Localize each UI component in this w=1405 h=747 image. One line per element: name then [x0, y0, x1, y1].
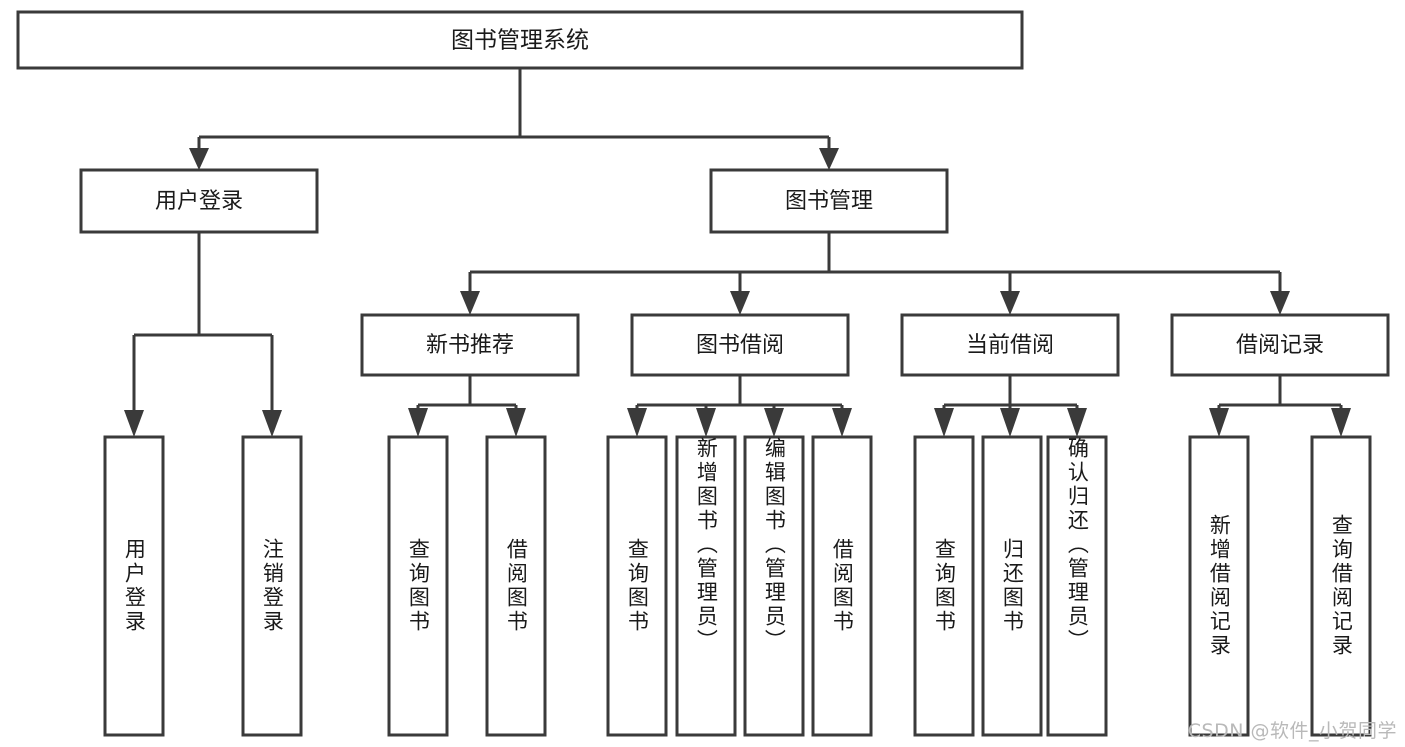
arrow-to-leaf-query-book-2 [627, 408, 647, 437]
arrow-to-leaf-query-record [1331, 408, 1351, 437]
node-new-book-rec-box[interactable] [360, 313, 580, 377]
arrow-to-new-book-rec [460, 291, 480, 315]
arrow-to-leaf-add-record [1209, 408, 1229, 437]
leaf-query-book-2-box[interactable] [606, 435, 668, 737]
leaf-borrow-book-1-box[interactable] [485, 435, 547, 737]
node-book-manage-box[interactable] [709, 168, 949, 234]
node-borrow-record-box[interactable] [1170, 313, 1390, 377]
node-borrow-record-label: 借阅记录 [1236, 333, 1324, 358]
node-book-borrow[interactable]: 图书借阅 [630, 313, 850, 377]
leaf-borrow-book-2-box[interactable] [811, 435, 873, 737]
node-current-borrow-box[interactable] [900, 313, 1120, 377]
node-user-login-box[interactable] [79, 168, 319, 234]
arrow-to-leaf-add-book [696, 408, 716, 437]
arrow-to-leaf-query-book-3 [934, 408, 954, 437]
arrow-to-book-manage [819, 148, 839, 170]
node-root[interactable]: 图书管理系统 [16, 10, 1024, 70]
node-root-label: 图书管理系统 [451, 28, 589, 54]
leaf-query-book-1-box[interactable] [387, 435, 449, 737]
node-book-manage[interactable]: 图书管理 [709, 168, 949, 234]
leaf-boxes-group [103, 435, 1372, 737]
leaf-confirm-return-box[interactable] [1046, 435, 1108, 737]
leaf-add-record-box[interactable] [1188, 435, 1250, 737]
arrow-to-leaf-borrow-book-2 [832, 408, 852, 437]
arrow-to-borrow-record [1270, 291, 1290, 315]
arrow-to-leaf-query-book-1 [408, 408, 428, 437]
node-borrow-record[interactable]: 借阅记录 [1170, 313, 1390, 377]
arrow-to-leaf-logout [262, 410, 282, 437]
arrow-to-user-login [189, 148, 209, 170]
leaf-edit-book-box[interactable] [743, 435, 805, 737]
node-user-login-label: 用户登录 [155, 189, 243, 214]
node-new-book-rec-label: 新书推荐 [426, 333, 514, 358]
node-new-book-rec[interactable]: 新书推荐 [360, 313, 580, 377]
node-current-borrow[interactable]: 当前借阅 [900, 313, 1120, 377]
arrow-to-leaf-edit-book [764, 408, 784, 437]
connectors-group [124, 68, 1351, 437]
leaf-query-record-box[interactable] [1310, 435, 1372, 737]
node-book-borrow-label: 图书借阅 [696, 333, 784, 358]
node-root-box[interactable] [16, 10, 1024, 70]
arrow-to-leaf-borrow-book-1 [506, 408, 526, 437]
arrow-to-current-borrow [1000, 291, 1020, 315]
leaf-query-book-3-box[interactable] [913, 435, 975, 737]
arrow-to-book-borrow [730, 291, 750, 315]
node-book-manage-label: 图书管理 [785, 189, 873, 214]
leaf-add-book-box[interactable] [675, 435, 737, 737]
arrow-to-leaf-confirm-return [1067, 408, 1087, 437]
leaf-user-login-box[interactable] [103, 435, 165, 737]
arrow-to-leaf-user-login [124, 410, 144, 437]
node-book-borrow-box[interactable] [630, 313, 850, 377]
leaf-logout-box[interactable] [241, 435, 303, 737]
node-current-borrow-label: 当前借阅 [966, 333, 1054, 358]
arrow-to-leaf-return-book [1000, 408, 1020, 437]
node-user-login[interactable]: 用户登录 [79, 168, 319, 234]
leaf-return-book-box[interactable] [981, 435, 1043, 737]
